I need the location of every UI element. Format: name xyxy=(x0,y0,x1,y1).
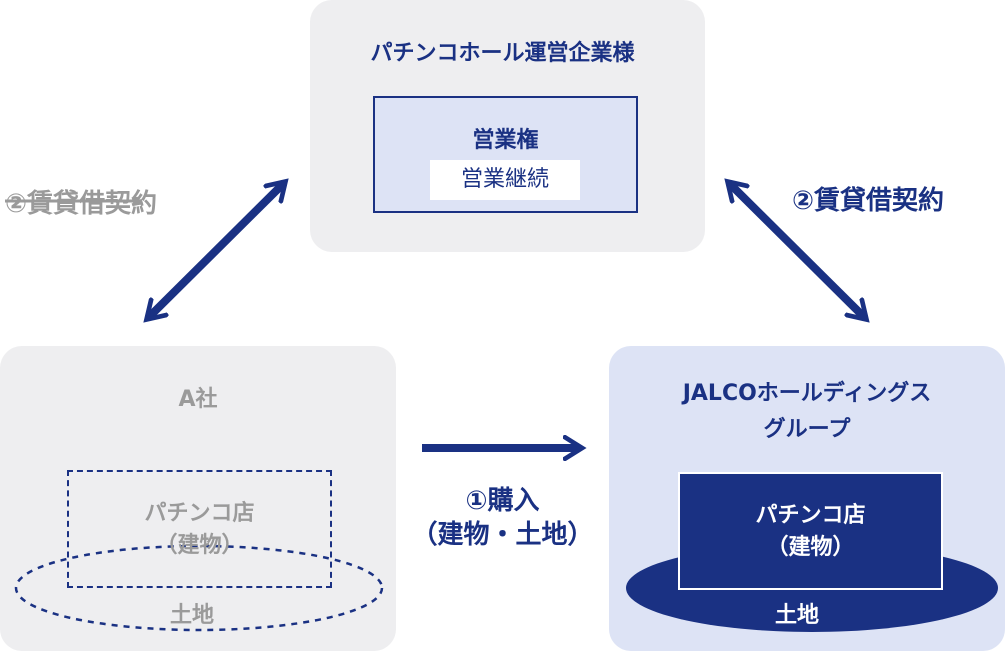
shop-a-building: （建物） xyxy=(155,533,244,558)
operator-title: パチンコホール運営企業様 xyxy=(370,41,635,66)
right-contract-arrow xyxy=(729,183,865,318)
purchase-line2: （建物・土地） xyxy=(411,520,594,550)
jalco-title-line1: JALCOホールディングス xyxy=(682,381,932,406)
purchase-label: ①購入 （建物・土地） xyxy=(396,484,609,552)
purchase-line1: ①購入 xyxy=(465,486,540,516)
business-right-box: 営業権 営業継続 xyxy=(373,96,638,213)
shop-jalco-building: （建物） xyxy=(766,535,855,560)
shop-building-jalco: パチンコ店 （建物） xyxy=(678,472,943,590)
jalco-title-line2: グループ xyxy=(763,417,851,442)
jalco-title: JALCOホールディングス グループ xyxy=(609,376,1005,448)
business-right-label: 営業権 xyxy=(472,128,539,153)
shop-a-label: パチンコ店 （建物） xyxy=(69,498,330,562)
land-ellipse-a xyxy=(14,544,384,632)
shop-a-name: パチンコ店 xyxy=(144,501,255,526)
land-jalco-label: 土地 xyxy=(775,603,820,628)
business-continuation-label: 営業継続 xyxy=(430,160,580,200)
company-a-title: A社 xyxy=(178,387,218,412)
shop-jalco-label: パチンコ店 （建物） xyxy=(680,500,941,564)
lease-contract-label-right: ②賃貸借契約 xyxy=(792,186,945,216)
shop-building-a: パチンコ店 （建物） xyxy=(67,470,332,588)
land-a-label: 土地 xyxy=(170,603,215,628)
lease-contract-label-left: ②賃貸借契約 xyxy=(5,189,158,219)
left-contract-arrow xyxy=(148,183,284,318)
shop-jalco-name: パチンコ店 xyxy=(755,503,866,528)
